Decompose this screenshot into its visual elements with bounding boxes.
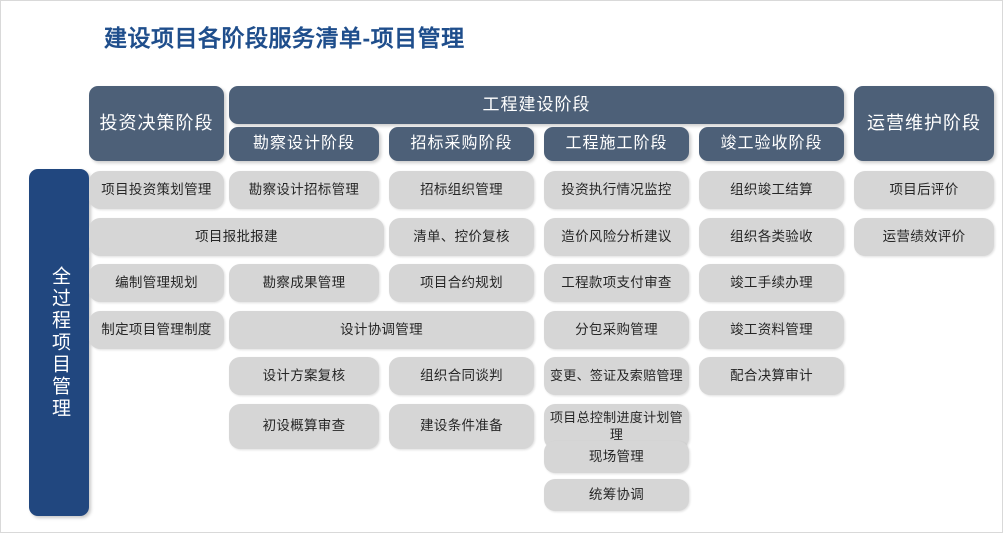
service-item[interactable]: 运营绩效评价 xyxy=(854,218,994,256)
service-item[interactable]: 清单、控价复核 xyxy=(389,218,534,256)
service-item[interactable]: 设计方案复核 xyxy=(229,357,379,395)
service-item[interactable]: 项目后评价 xyxy=(854,171,994,209)
service-item[interactable]: 竣工资料管理 xyxy=(699,311,844,349)
service-item[interactable]: 组织合同谈判 xyxy=(389,357,534,395)
service-item[interactable]: 招标组织管理 xyxy=(389,171,534,209)
service-item[interactable]: 建设条件准备 xyxy=(389,404,534,449)
phase-header-2[interactable]: 勘察设计阶段 xyxy=(229,127,379,161)
service-item[interactable]: 制定项目管理制度 xyxy=(89,311,224,349)
overall-phase-bar: 全过程项目管理 xyxy=(29,169,89,516)
service-item[interactable]: 投资执行情况监控 xyxy=(544,171,689,209)
service-item[interactable]: 项目报批报建 xyxy=(89,218,384,256)
page-title: 建设项目各阶段服务清单-项目管理 xyxy=(104,25,465,51)
phase-header-4[interactable]: 工程施工阶段 xyxy=(544,127,689,161)
service-item[interactable]: 统筹协调 xyxy=(544,479,689,511)
service-item[interactable]: 配合决算审计 xyxy=(699,357,844,395)
service-item[interactable]: 分包采购管理 xyxy=(544,311,689,349)
phase-group-banner[interactable]: 工程建设阶段 xyxy=(229,86,844,124)
phase-header-1[interactable]: 投资决策阶段 xyxy=(89,86,224,161)
phase-header-3[interactable]: 招标采购阶段 xyxy=(389,127,534,161)
service-item[interactable]: 勘察成果管理 xyxy=(229,264,379,302)
service-item[interactable]: 竣工手续办理 xyxy=(699,264,844,302)
service-item[interactable]: 现场管理 xyxy=(544,441,689,473)
service-item[interactable]: 变更、签证及索赔管理 xyxy=(544,357,689,395)
service-item[interactable]: 组织各类验收 xyxy=(699,218,844,256)
service-item[interactable]: 设计协调管理 xyxy=(229,311,534,349)
service-item[interactable]: 项目投资策划管理 xyxy=(89,171,224,209)
service-item[interactable]: 工程款项支付审查 xyxy=(544,264,689,302)
service-item[interactable]: 造价风险分析建议 xyxy=(544,218,689,256)
service-item[interactable]: 初设概算审查 xyxy=(229,404,379,449)
overall-phase-label: 全过程项目管理 xyxy=(48,265,70,420)
phase-header-5[interactable]: 竣工验收阶段 xyxy=(699,127,844,161)
phase-header-6[interactable]: 运营维护阶段 xyxy=(854,86,994,161)
service-item[interactable]: 组织竣工结算 xyxy=(699,171,844,209)
service-item[interactable]: 项目合约规划 xyxy=(389,264,534,302)
service-item[interactable]: 编制管理规划 xyxy=(89,264,224,302)
service-item[interactable]: 勘察设计招标管理 xyxy=(229,171,379,209)
